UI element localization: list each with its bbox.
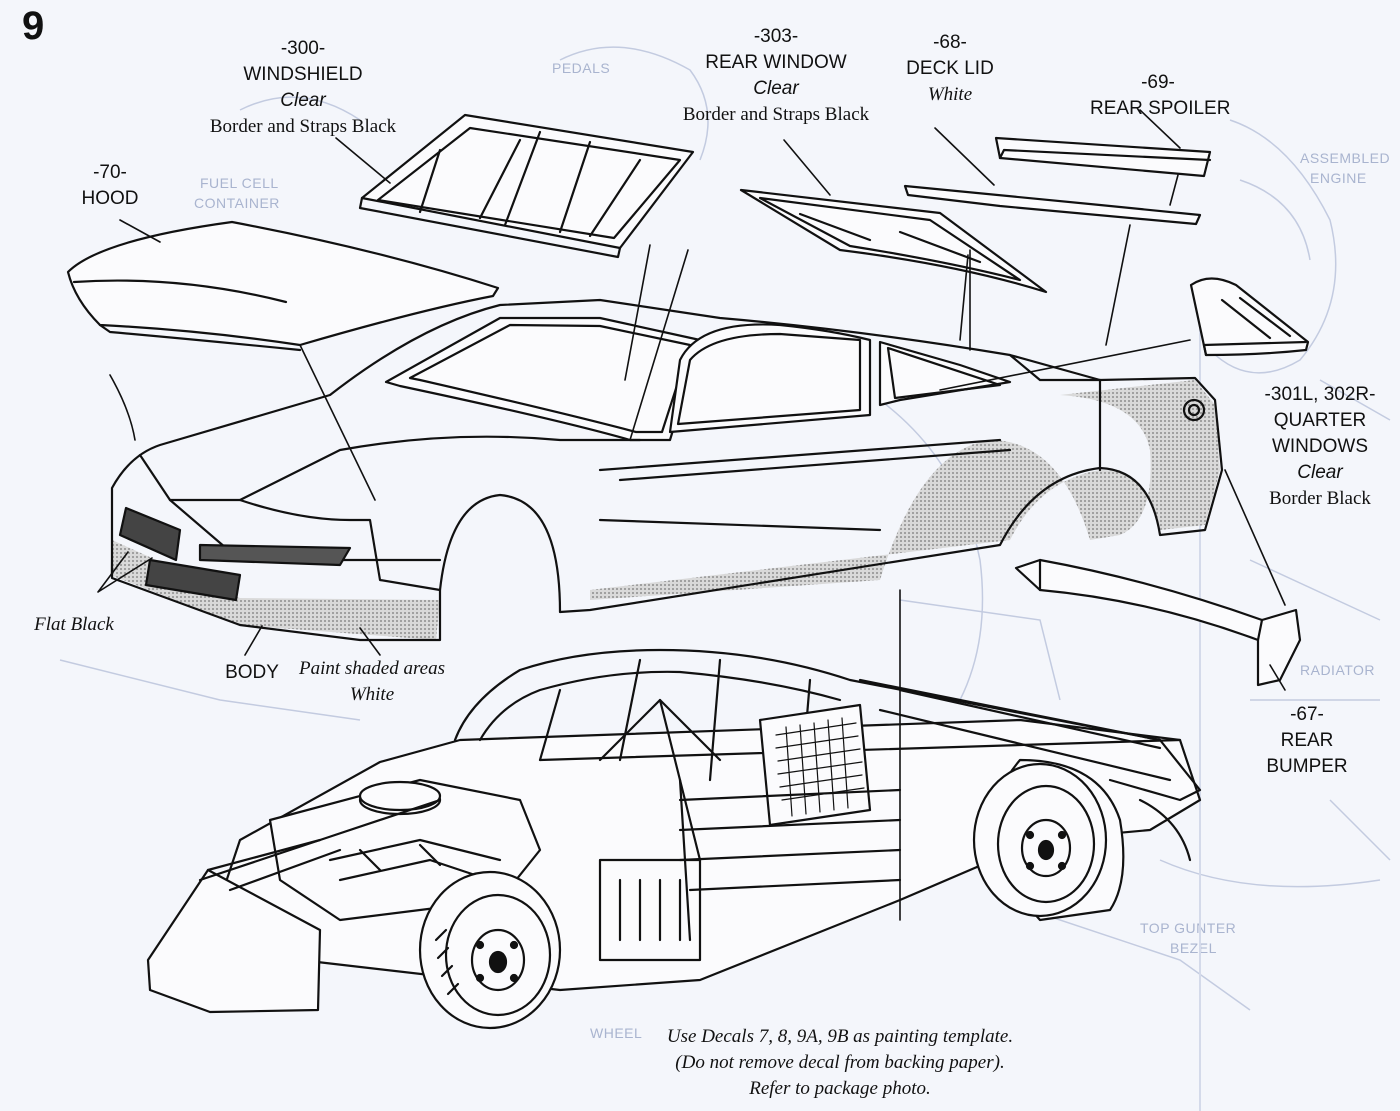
label-rear-bumper: -67- REAR BUMPER bbox=[1262, 702, 1352, 780]
bleed-text-wheel: WHEEL bbox=[590, 1025, 643, 1041]
bleed-text-radiator: RADIATOR bbox=[1300, 662, 1376, 678]
step-number: 9 bbox=[22, 4, 45, 48]
rear-bumper-name-2: BUMPER bbox=[1266, 756, 1348, 777]
callout-paint-shaded-line1: Paint shaded areas bbox=[298, 658, 445, 679]
label-rear-window: -303- REAR WINDOW Clear Border and Strap… bbox=[672, 24, 880, 128]
deck-lid-name: DECK LID bbox=[906, 58, 994, 79]
rear-window-name: REAR WINDOW bbox=[705, 52, 847, 73]
deck-lid-color: White bbox=[927, 84, 973, 105]
label-hood: -70- HOOD bbox=[70, 160, 150, 212]
footer-note-line2: (Do not remove decal from backing paper)… bbox=[675, 1052, 1005, 1073]
rear-bumper-part-number: -67- bbox=[1290, 704, 1324, 725]
rear-bumper-name-1: REAR bbox=[1280, 730, 1334, 751]
callout-flat-black: Flat Black bbox=[34, 614, 114, 635]
rear-window-part-number: -303- bbox=[753, 26, 799, 47]
quarter-windows-part-number: -301L, 302R- bbox=[1264, 384, 1376, 405]
label-windshield: -300- WINDSHIELD Clear Border and Straps… bbox=[200, 36, 406, 140]
quarter-windows-color: Clear bbox=[1297, 462, 1343, 483]
windshield-part bbox=[358, 113, 695, 259]
bleed-text-container: CONTAINER bbox=[194, 195, 280, 211]
label-deck-lid: -68- DECK LID White bbox=[900, 30, 1000, 108]
leader-lines bbox=[97, 109, 1286, 921]
rear-window-color: Clear bbox=[753, 78, 799, 99]
footer-note: Use Decals 7, 8, 9A, 9B as painting temp… bbox=[640, 1024, 1040, 1102]
label-quarter-windows: -301L, 302R- QUARTER WINDOWS Clear Borde… bbox=[1252, 382, 1388, 512]
hood-part bbox=[66, 220, 500, 352]
bleed-text-fuel-cell: FUEL CELL bbox=[200, 175, 279, 191]
rear-spoiler-part-number: -69- bbox=[1141, 72, 1175, 93]
rear-spoiler-part bbox=[994, 136, 1212, 178]
footer-note-line3: Refer to package photo. bbox=[749, 1078, 931, 1099]
bleed-text-assembled: ASSEMBLED bbox=[1300, 150, 1391, 166]
rear-spoiler-name: REAR SPOILER bbox=[1090, 98, 1231, 119]
bleed-text-engine: ENGINE bbox=[1310, 170, 1367, 186]
footer-note-line1: Use Decals 7, 8, 9A, 9B as painting temp… bbox=[666, 1026, 1014, 1047]
car-body-part bbox=[110, 298, 1224, 642]
label-body: BODY bbox=[225, 662, 279, 683]
hood-name: HOOD bbox=[81, 188, 139, 209]
deck-lid-part-number: -68- bbox=[933, 32, 967, 53]
windshield-detail: Border and Straps Black bbox=[209, 116, 397, 137]
callout-paint-shaded-line2: White bbox=[349, 684, 395, 705]
bleed-text-bezel: BEZEL bbox=[1170, 940, 1217, 956]
bleed-text-top-gunter: TOP GUNTER bbox=[1140, 920, 1237, 936]
quarter-windows-name-2: WINDOWS bbox=[1271, 436, 1369, 457]
rear-window-detail: Border and Straps Black bbox=[682, 104, 870, 125]
windshield-color: Clear bbox=[280, 90, 326, 111]
rear-bumper-part bbox=[1014, 558, 1302, 687]
deck-lid-part bbox=[903, 184, 1202, 226]
callout-paint-shaded: Paint shaded areas White bbox=[292, 656, 452, 708]
quarter-windows-name-1: QUARTER bbox=[1273, 410, 1367, 431]
windshield-name: WINDSHIELD bbox=[243, 64, 363, 85]
hood-part-number: -70- bbox=[93, 162, 127, 183]
label-rear-spoiler: -69- REAR SPOILER bbox=[1090, 70, 1231, 122]
front-wheel bbox=[418, 870, 562, 1030]
quarter-windows-detail: Border Black bbox=[1269, 488, 1371, 509]
rear-wheel bbox=[972, 762, 1108, 918]
windshield-part-number: -300- bbox=[280, 38, 326, 59]
quarter-window-part bbox=[1189, 277, 1310, 357]
bleed-text-pedals: PEDALS bbox=[552, 60, 611, 76]
